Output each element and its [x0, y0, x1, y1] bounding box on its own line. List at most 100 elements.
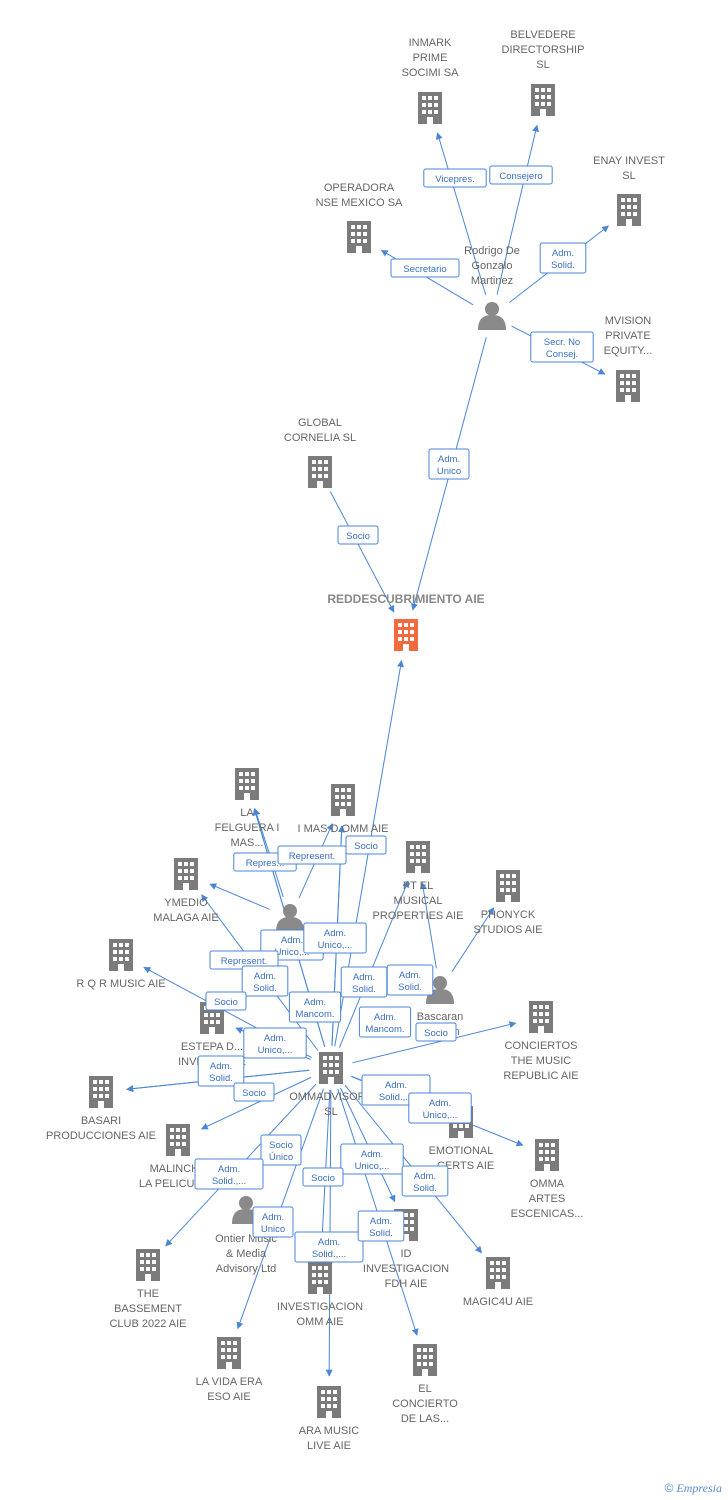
edge-label-text: Socio	[214, 997, 238, 1008]
node-main[interactable]: REDDESCUBRIMIENTO AIE	[327, 592, 485, 651]
edge-label-box[interactable]: Adm.Unico	[252, 1206, 294, 1238]
edge-label-text: Solid.	[369, 1228, 393, 1239]
edge-label-box[interactable]: Socio	[205, 991, 247, 1011]
edge-label-text: Solid.	[551, 260, 575, 271]
edge-label-box[interactable]: Adm.Solid.	[401, 1165, 449, 1197]
building-icon	[496, 870, 520, 902]
edge-label-box[interactable]: Adm.Unico,...	[243, 1027, 307, 1059]
node-label: ARTES	[529, 1193, 565, 1205]
node-label: Rodrigo De	[464, 245, 520, 257]
edge-label-background	[252, 1206, 294, 1238]
edge-label-box[interactable]: Adm.Solid.	[340, 966, 388, 998]
edge-label-box[interactable]: Adm.Solid.	[357, 1210, 405, 1242]
building-icon	[531, 84, 555, 116]
edge-label-box[interactable]: Adm.Solid.,...	[194, 1158, 264, 1190]
edge-label-box[interactable]: Adm.Mancom.	[288, 991, 342, 1023]
edge-label-box[interactable]: Represent.	[277, 845, 347, 865]
node-label: PROPERTIES AIE	[373, 910, 464, 922]
building-icon	[308, 456, 332, 488]
node-label: CONCIERTOS	[505, 1040, 578, 1052]
node-label: LA VIDA ERA	[196, 1376, 263, 1388]
credit-watermark[interactable]: © Empresia	[665, 1481, 722, 1496]
node-imasd[interactable]: I MAS D OMM AIE	[297, 784, 389, 835]
edge-label-box[interactable]: Secretario	[390, 258, 460, 278]
edge-label-box[interactable]: Socio	[345, 835, 387, 855]
building-icon	[308, 1262, 332, 1294]
node-label: R Q R MUSIC AIE	[76, 978, 165, 990]
node-label: ESCENICAS...	[511, 1208, 584, 1220]
node-label: SOCIMI SA	[402, 67, 460, 79]
edge-label-box[interactable]: Consejero	[489, 165, 553, 185]
edge-label-box[interactable]: Adm.Unico,...	[303, 922, 367, 954]
edge-label-box[interactable]: Socio	[337, 525, 379, 545]
edge-label-text: Solid.,...	[312, 1249, 346, 1260]
node-rqr[interactable]: R Q R MUSIC AIE	[76, 939, 166, 990]
edge-label-text: Mancom.	[295, 1009, 334, 1020]
edge-label-box[interactable]: Adm.Unico,...	[408, 1092, 472, 1124]
node-label: INMARK	[409, 37, 452, 49]
edge-label-box[interactable]: Adm.Solid.	[241, 965, 289, 997]
edge-label-text: Solid.	[352, 984, 376, 995]
edge-label-box[interactable]: Adm.Solid.,...	[294, 1231, 364, 1263]
node-label: Bascaran	[417, 1011, 463, 1023]
building-icon	[317, 1386, 341, 1418]
edge-label-background	[241, 965, 289, 997]
edge-label-background	[401, 1165, 449, 1197]
edge-label-box[interactable]: Adm.Mancom.	[358, 1006, 412, 1038]
building-icon	[617, 194, 641, 226]
node-label: DIRECTORSHIP	[502, 44, 585, 56]
edge-label-background	[345, 835, 387, 855]
node-label: SL	[324, 1106, 337, 1118]
edge-label-box[interactable]: Adm.Unico,...	[340, 1143, 404, 1175]
edge-label-text: Represent.	[289, 851, 335, 862]
edge-label-text: Adm.	[399, 970, 421, 981]
node-mvision[interactable]: MVISIONPRIVATEEQUITY...	[604, 315, 653, 402]
node-magic4u[interactable]: MAGIC4U AIE	[463, 1257, 533, 1308]
edge-p_andrade-ymedio	[209, 883, 270, 910]
edge-label-background	[303, 922, 367, 954]
edge-label-box[interactable]: Socio	[415, 1022, 457, 1042]
edge-label-text: Socio	[354, 841, 378, 852]
node-label: REDDESCUBRIMIENTO AIE	[327, 592, 484, 606]
edge-label-box[interactable]: Adm.Unico	[428, 448, 470, 480]
edge-label-box[interactable]: Adm.Solid.	[386, 964, 434, 996]
edge-label-box[interactable]: Vicepres.	[423, 168, 487, 188]
edge-label-background	[408, 1092, 472, 1124]
edge-label-text: Unico,...	[258, 1045, 293, 1056]
node-omma[interactable]: OMMAARTESESCENICAS...	[511, 1139, 584, 1220]
edge-label-box[interactable]: Socio	[302, 1167, 344, 1187]
edge-label-text: Unico,...	[355, 1161, 390, 1172]
edge-label-box[interactable]: Socio	[233, 1082, 275, 1102]
edge-label-box[interactable]: Adm.Solid.	[197, 1055, 245, 1087]
edge-label-text: Consejero	[499, 171, 542, 182]
edge-label-text: Unico,...	[318, 940, 353, 951]
node-label: MAS...	[230, 837, 263, 849]
edge-label-text: Unico,...	[423, 1110, 458, 1121]
edge-label-text: Solid.	[209, 1073, 233, 1084]
edge-label-background	[243, 1027, 307, 1059]
edge-label-box[interactable]: Adm.Solid.	[539, 242, 587, 274]
